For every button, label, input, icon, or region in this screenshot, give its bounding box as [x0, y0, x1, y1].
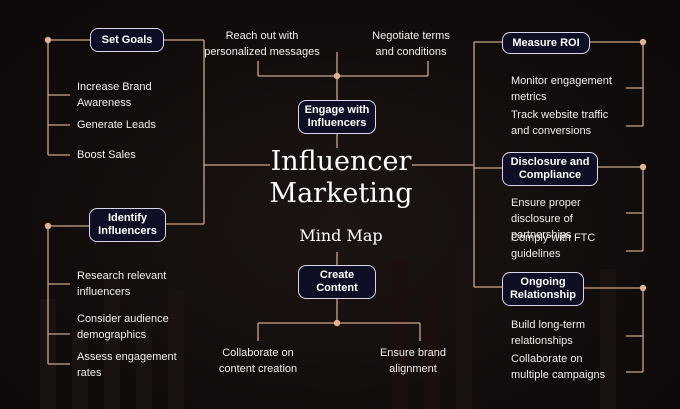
node-label: Ongoing Relationship [509, 276, 576, 301]
leaf-negotiate-terms: Negotiate terms and conditions [372, 30, 450, 58]
node-label: Disclosure and Compliance [510, 156, 590, 181]
node-label: Create Content [316, 269, 358, 294]
background-bar [104, 279, 120, 409]
node-label: Engage with Influencers [304, 104, 370, 129]
background-bar [456, 249, 472, 409]
node-ongoing-relationship: Ongoing Relationship [502, 272, 584, 306]
background-bar [392, 259, 408, 409]
leaf-track-website-traffic: Track website traffic and conversions [511, 109, 609, 137]
connector-dot [333, 72, 341, 80]
leaf-research-relevant-influencers: Research relevant influencers [77, 270, 167, 298]
title-line-2: Marketing [269, 178, 413, 209]
connector-dot [44, 36, 52, 44]
leaf-ensure-proper-disclosure: Ensure proper disclosure of partnerships [511, 197, 581, 241]
leaf-reach-out: Reach out with personalized messages [204, 30, 320, 58]
leaf-assess-engagement-rates: Assess engagement rates [77, 351, 177, 379]
node-engage-with-influencers: Engage with Influencers [298, 100, 376, 134]
connector-dot [639, 163, 647, 171]
node-measure-roi: Measure ROI [502, 32, 590, 54]
connector-dot [333, 319, 341, 327]
mind-map-subtitle: Mind Map [299, 226, 383, 245]
leaf-generate-leads: Generate Leads [77, 119, 156, 131]
leaf-increase-brand-awareness: Increase Brand Awareness [77, 81, 152, 109]
leaf-build-long-term-relationships: Build long-term relationships [511, 319, 585, 347]
connector-dot [639, 284, 647, 292]
background-bar [168, 289, 184, 409]
leaf-collaborate-on-content: Collaborate on content creation [218, 347, 298, 375]
node-set-goals: Set Goals [90, 28, 164, 52]
node-label: Identify Influencers [98, 212, 157, 237]
title-line-1: Influencer [270, 146, 412, 177]
leaf-ensure-brand-alignment: Ensure brand alignment [379, 347, 447, 375]
node-identify-influencers: Identify Influencers [89, 208, 166, 242]
node-label: Set Goals [101, 33, 153, 46]
mind-map-title: Influencer Marketing [248, 146, 434, 210]
background-bar [424, 289, 440, 409]
background-bar [136, 314, 152, 409]
leaf-boost-sales: Boost Sales [77, 149, 136, 161]
node-label: Measure ROI [512, 36, 580, 49]
leaf-comply-with-ftc: Comply with FTC guidelines [511, 232, 596, 260]
connector-dot [639, 38, 647, 46]
background-bar [600, 269, 616, 409]
background-bar [72, 329, 88, 409]
node-disclosure-and-compliance: Disclosure and Compliance [502, 152, 598, 186]
connector-dot [44, 222, 52, 230]
leaf-collaborate-on-multiple-campaigns: Collaborate on multiple campaigns [511, 353, 606, 381]
leaf-consider-audience-demographics: Consider audience demographics [77, 313, 169, 341]
leaf-monitor-engagement-metrics: Monitor engagement metrics [511, 75, 612, 103]
node-create-content: Create Content [298, 265, 376, 299]
